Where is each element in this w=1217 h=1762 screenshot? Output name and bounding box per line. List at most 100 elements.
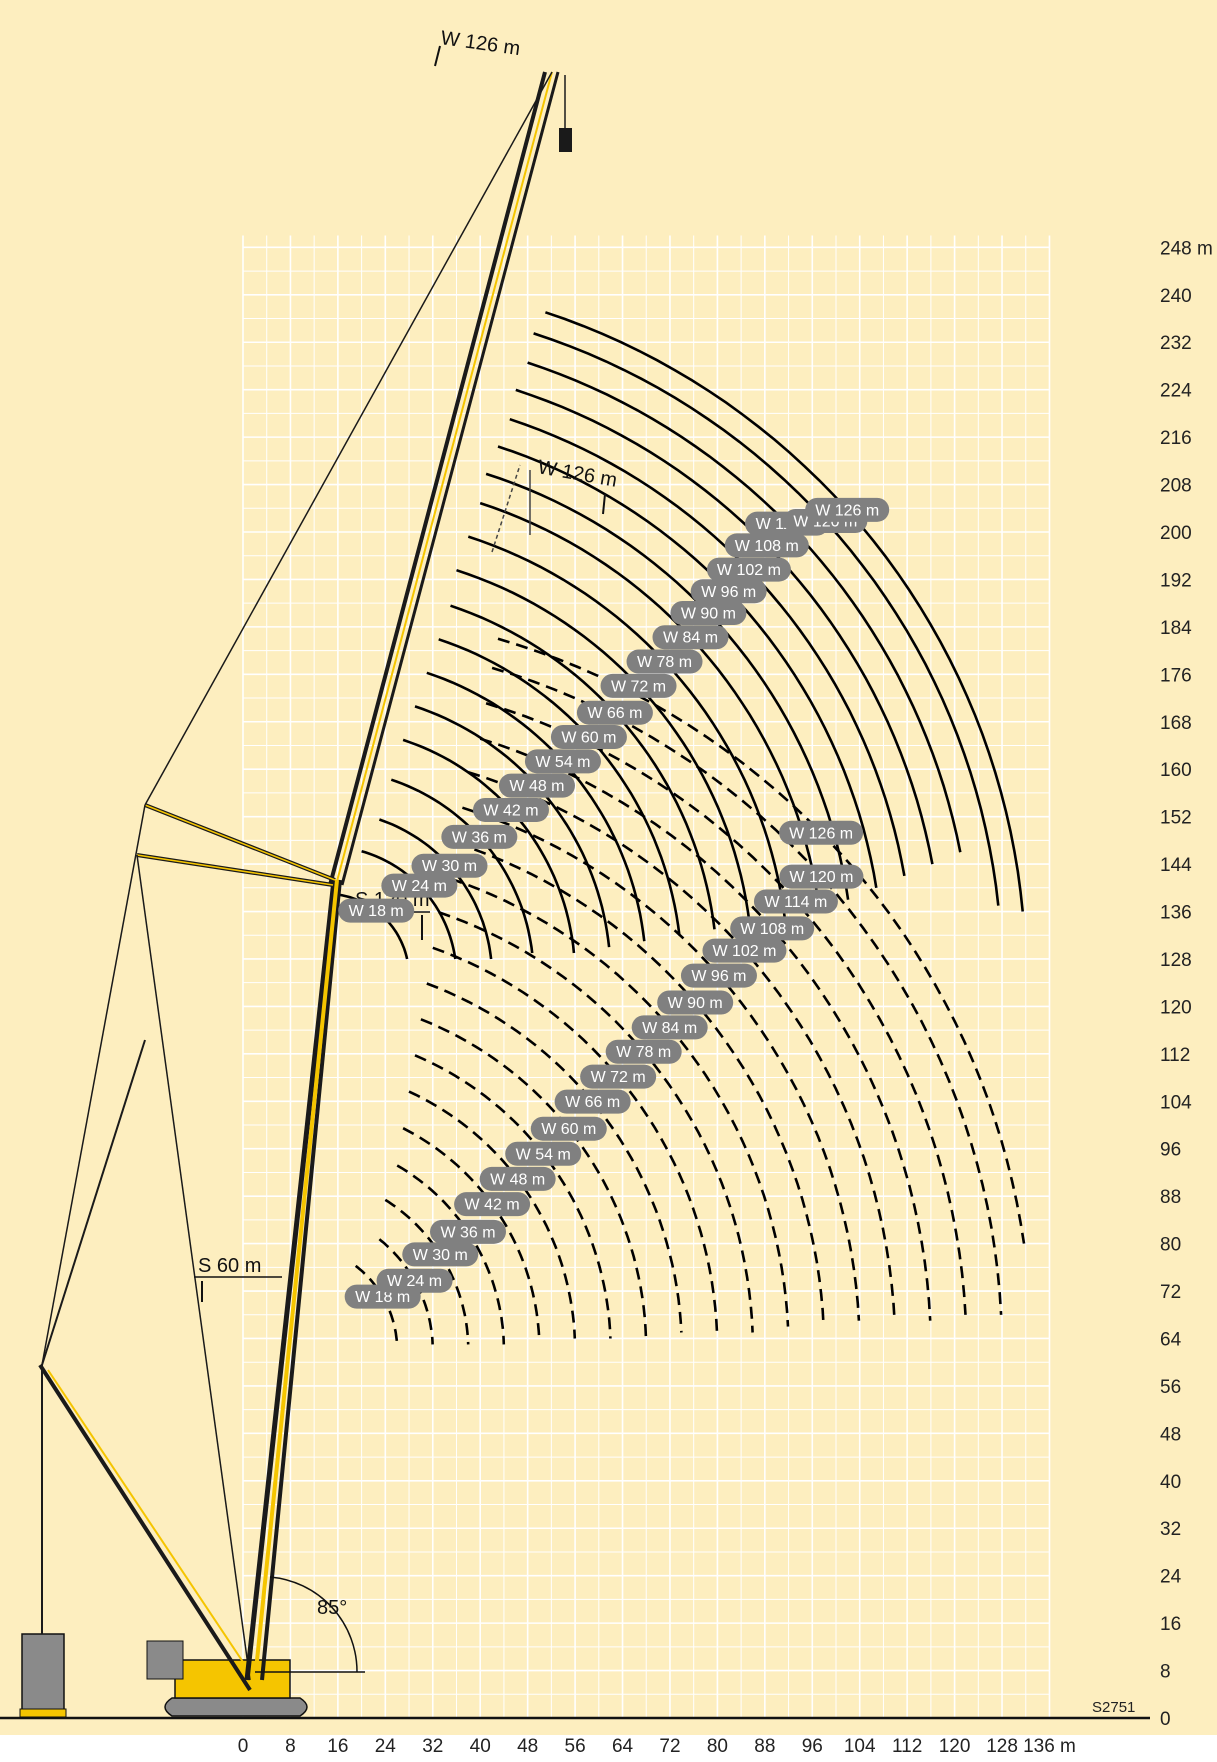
y-tick-label: 200	[1160, 523, 1192, 544]
curve-label-text: W 42 m	[465, 1197, 520, 1214]
curve-label-bg	[724, 533, 809, 558]
x-tick-label: 56	[565, 1736, 586, 1757]
s120-curve	[544, 311, 1024, 912]
s60-curve	[408, 1090, 577, 1339]
counterweight-stack	[21, 1633, 65, 1715]
curve-label-bg	[805, 497, 890, 522]
curve-label-bg	[498, 773, 575, 798]
curve-label-text: W 24 m	[387, 1273, 442, 1290]
curve-label-bg	[702, 938, 787, 963]
s60-curve	[438, 910, 754, 1333]
curve-label-pill: W 60 m	[550, 725, 627, 750]
curve-label-text: W 72 m	[591, 1069, 646, 1086]
curve-label-text: W 90 m	[668, 995, 723, 1012]
curve-label-bg	[376, 1268, 453, 1293]
curve-label-pill: W 96 m	[680, 963, 757, 988]
curve-label-bg	[411, 853, 488, 878]
curve-label-text: W 96 m	[691, 968, 746, 985]
s120-curve	[414, 705, 611, 948]
curve-label-pill: W 126 m	[779, 820, 864, 845]
y-tick-label: 160	[1160, 760, 1192, 781]
curve-label-text: W 108 m	[735, 538, 799, 555]
main-boom-chord-a	[244, 879, 337, 1681]
x-tick-label: 128	[986, 1736, 1018, 1757]
s60-curve	[414, 1054, 612, 1339]
luffing-jib-chord-a	[328, 71, 547, 886]
strut-upper-fill	[144, 804, 336, 881]
main-boom-chord-b	[260, 879, 342, 1681]
x-tick-label: 32	[422, 1736, 443, 1757]
y-tick-label: 136	[1160, 903, 1192, 924]
y-tick-label: 232	[1160, 333, 1192, 354]
curve-label-text: W 30 m	[413, 1247, 468, 1264]
s60-curve	[467, 770, 896, 1321]
x-tick-label: 112	[892, 1736, 922, 1757]
mast-to-jib-guy	[41, 1039, 146, 1366]
curve-label-bg	[690, 579, 767, 604]
s60-curve	[491, 666, 1003, 1315]
curve-label-text: W 90 m	[681, 606, 736, 623]
s120-curve	[456, 568, 751, 924]
y-tick-label: 80	[1160, 1235, 1181, 1256]
curve-label-bg	[670, 601, 747, 626]
curve-label-bg	[576, 700, 653, 725]
y-tick-label: 168	[1160, 713, 1192, 734]
s60-curve	[479, 737, 932, 1321]
y-tick-label: 40	[1160, 1472, 1181, 1493]
curve-label-bg	[730, 916, 815, 941]
crane-drawing	[19, 71, 572, 1718]
crawler-track	[164, 1697, 308, 1717]
s120-curve	[533, 332, 1000, 906]
curve-label-bg	[779, 820, 864, 845]
curve-label-pill: W 54 m	[505, 1141, 582, 1166]
curve-label-text: W 120 m	[789, 869, 853, 886]
curve-label-text: W 36 m	[452, 829, 507, 846]
x-tick-label: 136 m	[1023, 1736, 1076, 1757]
curve-label-pill: W 120 m	[779, 864, 864, 889]
curve-label-pill: W 48 m	[498, 773, 575, 798]
x-tick-label: 0	[238, 1736, 249, 1757]
s120-curve	[497, 445, 878, 889]
y-tick-label: 56	[1160, 1377, 1181, 1398]
curve-label-bg	[472, 797, 549, 822]
curve-label-bg	[631, 1015, 708, 1040]
x-tick-label: 24	[375, 1736, 397, 1757]
curve-label-text: W 54 m	[516, 1146, 571, 1163]
curve-label-bg	[605, 1039, 682, 1064]
curve-label-text: W 66 m	[587, 705, 642, 722]
curve-label-bg	[338, 898, 415, 923]
curve-label-text: W 24 m	[392, 878, 447, 895]
y-axis-ticks: 0816243240485664728088961041121201281361…	[1160, 238, 1213, 1730]
curve-label-bg	[680, 963, 757, 988]
y-tick-label: 144	[1160, 855, 1192, 876]
curve-label-text: W 36 m	[440, 1224, 495, 1241]
curve-label-text: W 126 m	[789, 825, 853, 842]
x-tick-label: 64	[612, 1736, 634, 1757]
curve-label-text: W 42 m	[483, 802, 538, 819]
curve-label-pill: W 24 m	[381, 873, 458, 898]
curve-label-pill: W 30 m	[402, 1242, 479, 1267]
y-tick-label: 24	[1160, 1567, 1182, 1588]
y-tick-label: 192	[1160, 570, 1192, 591]
y-tick-label: 112	[1160, 1045, 1190, 1066]
curve-label-bg	[753, 889, 838, 914]
s120-curve	[438, 638, 681, 936]
curve-label-text: W 84 m	[642, 1020, 697, 1037]
curve-label-bg	[626, 649, 703, 674]
luffing-jib-chord-b	[340, 71, 560, 886]
curve-label-pill: W 108 m	[724, 533, 809, 558]
s60-curve	[432, 946, 719, 1333]
curve-label-pill: W 126 m	[805, 497, 890, 522]
x-tick-label: 96	[802, 1736, 823, 1757]
curve-label-bg	[441, 824, 518, 849]
ballast-block	[146, 1640, 184, 1680]
boom-angle-arc	[269, 1576, 358, 1673]
main-boom-fill	[253, 879, 339, 1681]
s60-curve	[456, 841, 825, 1327]
curve-label-text: W 60 m	[561, 730, 616, 747]
curve-label-bg	[381, 873, 458, 898]
curve-label-pill: W 96 m	[690, 579, 767, 604]
s120-curve	[509, 417, 906, 877]
curve-label-pill: W 66 m	[554, 1089, 631, 1114]
